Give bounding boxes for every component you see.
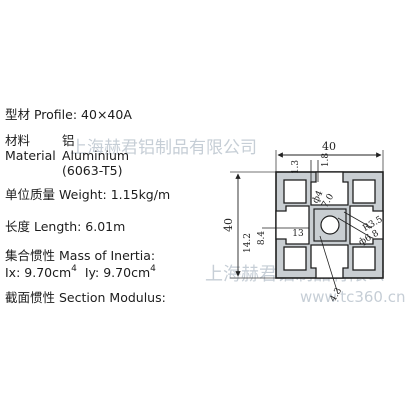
profile-label: 型材 Profile: [5,107,78,122]
dim-1-3: 1.3 [291,160,301,175]
leader-lines [262,160,373,295]
dim-width-40: 40 [322,140,336,153]
material-label-cn: 材料 [5,133,31,148]
watermark-company-upper: 上海赫君铝制品有限公司 [70,138,257,158]
material-value-en: Aluminium [62,148,130,163]
inertia-title: Mass of Inertia: [59,248,156,263]
inertia-iy-exponent: 4 [150,264,156,274]
profile-body [275,171,384,279]
weight-row: 单位质量 Weight: 1.15kg/m [5,187,170,202]
dim-13: 13 [292,229,304,239]
inertia-ix: Ix: 9.70cm [5,265,72,280]
profile-row: 型材 Profile: 40×40A [5,107,132,122]
weight-label: 单位质量 [5,187,56,202]
section-value: Section Modulus: [59,290,166,305]
weight-value: Weight: 1.15kg/m [59,187,171,202]
length-value: Length: 6.01m [34,219,126,234]
material-value-cn: 铝 [62,133,75,148]
extension-lines [230,150,384,279]
inertia-iy: Iy: 9.70cm [84,265,151,280]
dim-phi-4: ф4 [311,189,326,205]
dim-height-40: 40 [222,218,235,232]
section-label: 截面惯性 [5,290,56,305]
section-row: 截面惯性 Section Modulus: [5,290,166,305]
watermark-site: www.tc360.cn [300,288,405,306]
dim-14-2: 14.2 [243,233,253,253]
material-row-en: Material Aluminium [5,148,129,163]
length-row: 长度 Length: 6.01m [5,219,125,234]
dim-8-4: 8.4 [257,231,267,246]
inertia-values-row: Ix: 9.70cm4 Iy: 9.70cm4 [5,262,156,280]
material-label-en: Material [5,148,56,163]
inertia-ix-exponent: 4 [71,264,77,274]
dim-4-3: 4.3 [328,286,344,304]
inertia-row: 集合惯性 Mass of Inertia: [5,248,155,263]
material-grade: (6063-T5) [62,163,123,178]
length-label: 长度 [5,219,31,234]
material-row-cn: 材料 铝 [5,133,75,148]
dim-1-8: 1.8 [321,153,331,168]
inertia-label: 集合惯性 [5,248,56,263]
profile-value: 40×40A [81,107,132,122]
